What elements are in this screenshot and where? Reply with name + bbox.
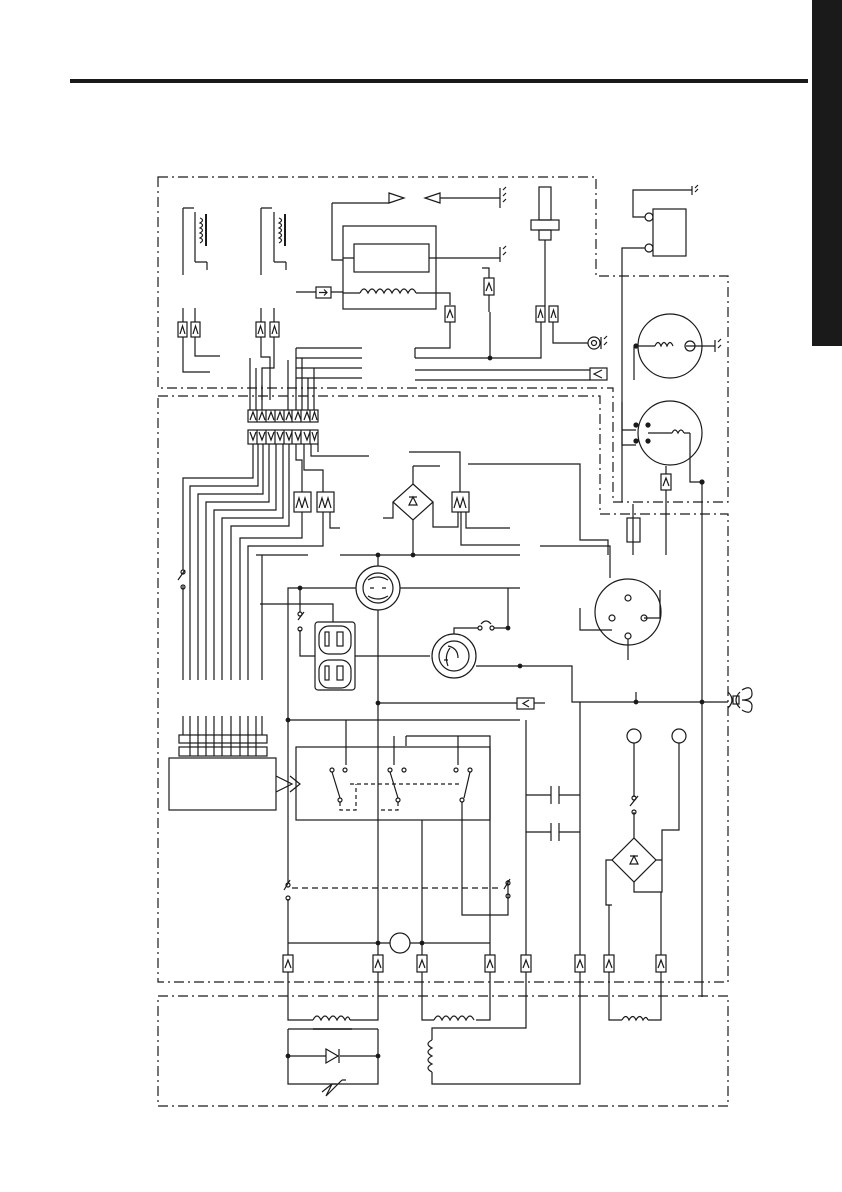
four-pin-socket [540, 546, 661, 660]
spark-plug [415, 187, 607, 358]
indicator-lamps [627, 729, 686, 776]
ground-terminal [634, 688, 752, 713]
ignition-coil-1 [183, 208, 207, 275]
terminal-block [248, 410, 318, 444]
main-winding-2 [428, 972, 580, 1084]
twist-lock-receptacle-upper [288, 553, 520, 842]
coil-connectors [178, 308, 279, 400]
panel-harness [178, 444, 369, 680]
panel-connectors [294, 492, 469, 512]
rectifier-upper [340, 452, 608, 557]
control-panel-section-box [158, 396, 728, 982]
exciter-winding [286, 972, 380, 1096]
circuit-breaker [286, 718, 520, 915]
capacitors [526, 702, 580, 955]
ganged-switches [284, 842, 510, 955]
twist-lock-receptacle-lower [432, 588, 728, 702]
terminal-strip [179, 716, 267, 756]
signal-arrows [332, 187, 506, 260]
rectifier-lower [606, 750, 679, 905]
fuse [627, 504, 640, 555]
ignition-coil-2 [261, 208, 286, 275]
starter-solenoid [622, 401, 704, 997]
duplex-receptacle [260, 586, 430, 690]
engine-ground-bus [288, 933, 490, 953]
starter-motor [634, 314, 721, 380]
alternator-section-box [158, 996, 728, 1106]
panel-connector-right [376, 698, 545, 709]
control-module [296, 226, 506, 348]
oil-switch [482, 268, 494, 312]
voltage-regulator [169, 758, 300, 810]
engine-section-box [158, 177, 728, 502]
bottom-connectors [283, 892, 666, 972]
